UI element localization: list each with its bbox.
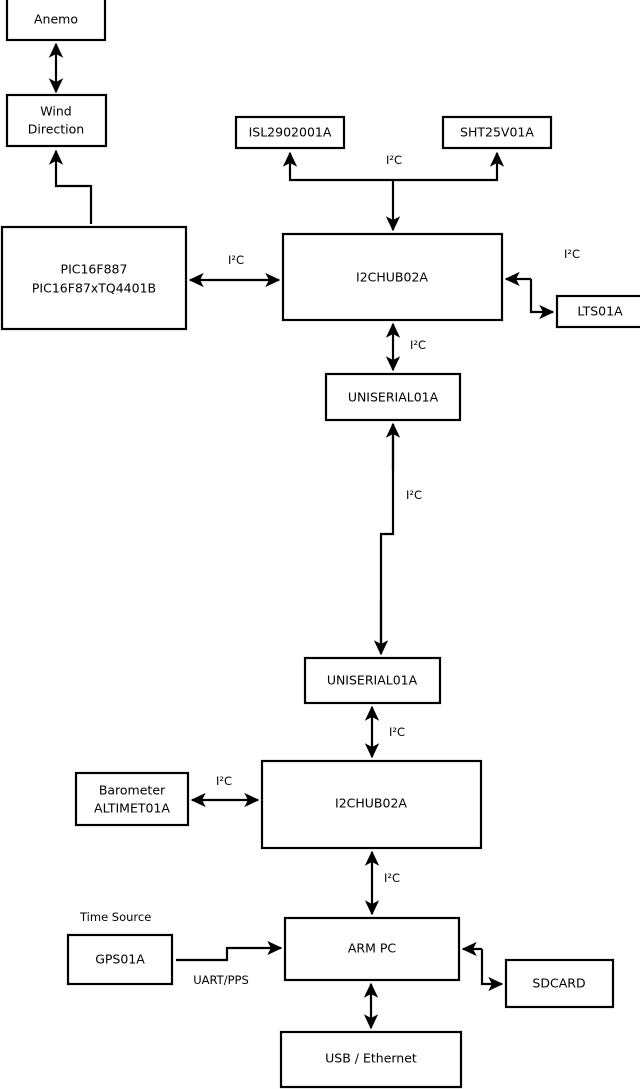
edge-label-hub2-armpc: I²C [384,871,400,885]
edge-label-uniserial-uniserial: I²C [406,488,422,502]
node-arm-pc-label: ARM PC [348,941,397,956]
node-uniserial01a-lower[interactable]: UNISERIAL01A [303,656,442,705]
node-anemo-label: Anemo [34,12,78,27]
edge-label-sensors-hub: I²C [386,153,402,167]
node-isl2902001a[interactable]: ISL2902001A [234,115,346,150]
node-pic-mcu-label-1: PIC16F887 [61,262,128,277]
node-wind-direction[interactable]: Wind Direction [5,93,108,148]
edge-label-gps-armpc: UART/PPS [193,973,249,987]
node-wind-direction-label-2: Direction [28,122,84,137]
edge-label-uniserial-hub2: I²C [389,725,405,739]
connector-pic-wind [48,149,93,224]
node-lts01a[interactable]: LTS01A [555,294,640,329]
node-sdcard[interactable]: SDCARD [504,958,615,1009]
connector-armpc-sdcard-out [480,949,504,992]
node-wind-direction-label-1: Wind [40,104,71,119]
node-i2chub02a-bottom-label: I2CHUB02A [335,796,407,811]
connector-sensorbus-sht [393,151,505,182]
node-i2chub02a-bottom[interactable]: I2CHUB02A [260,759,483,850]
node-uniserial01a-upper-label: UNISERIAL01A [348,390,439,405]
connector-layer [48,42,555,1030]
node-anemo[interactable]: Anemo [5,0,107,42]
edge-label-hub-lts: I²C [564,247,580,261]
edge-label-hub-uniserial: I²C [410,338,426,352]
node-sdcard-label: SDCARD [532,976,585,991]
node-barometer-label-2: ALTIMET01A [94,801,170,816]
connector-hubtop-lts-in [529,279,555,320]
node-arm-pc[interactable]: ARM PC [283,916,461,982]
node-i2chub02a-top-label: I2CHUB02A [356,270,428,285]
free-label-time-source: Time Source [79,910,151,924]
node-usb-ethernet[interactable]: USB / Ethernet [279,1030,463,1089]
node-gps01a[interactable]: GPS01A [66,933,174,986]
node-pic-mcu[interactable]: PIC16F887 PIC16F87xTQ4401B [0,225,188,331]
node-uniserial01a-upper[interactable]: UNISERIAL01A [324,372,462,422]
node-pic-mcu-label-2: PIC16F87xTQ4401B [32,281,156,296]
edge-label-pic-hub: I²C [228,253,244,267]
edge-label-barometer-hub2: I²C [216,774,232,788]
connector-sensorbus-isl [282,151,393,182]
node-sht25v01a[interactable]: SHT25V01A [441,115,553,150]
node-gps01a-label: GPS01A [95,952,145,967]
node-uniserial01a-lower-label: UNISERIAL01A [327,673,418,688]
label-layer: I²C I²C I²C I²C I²C I²C I²C I²C UART/PPS… [79,153,580,987]
node-barometer-label-1: Barometer [99,783,166,798]
node-sht25v01a-label: SHT25V01A [460,125,534,140]
connector-uniserial-link-up [379,424,395,650]
node-lts01a-label: LTS01A [577,304,623,319]
node-i2chub02a-top[interactable]: I2CHUB02A [281,232,504,322]
node-isl2902001a-label: ISL2902001A [249,125,332,140]
node-usb-ethernet-label: USB / Ethernet [325,1051,417,1066]
connector-gps-armpc [176,940,283,962]
node-barometer[interactable]: Barometer ALTIMET01A [74,771,190,827]
